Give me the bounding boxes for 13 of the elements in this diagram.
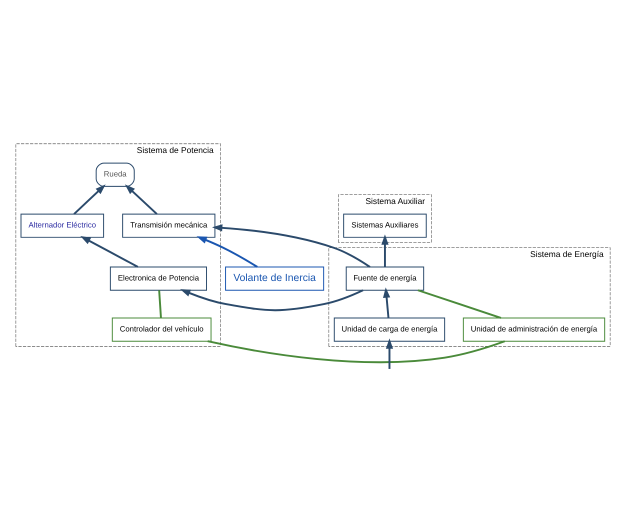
arrow — [383, 286, 390, 318]
arrow — [381, 234, 389, 266]
arrow — [196, 236, 258, 268]
arrow — [73, 184, 106, 214]
arrow — [80, 236, 138, 268]
connector — [207, 340, 506, 363]
arrow — [212, 224, 370, 268]
arrow — [386, 338, 394, 368]
arrow — [124, 184, 158, 214]
connector — [418, 288, 502, 318]
arrow — [180, 288, 364, 311]
node-box: Volante de Inercia — [225, 266, 324, 290]
connector — [158, 290, 162, 318]
